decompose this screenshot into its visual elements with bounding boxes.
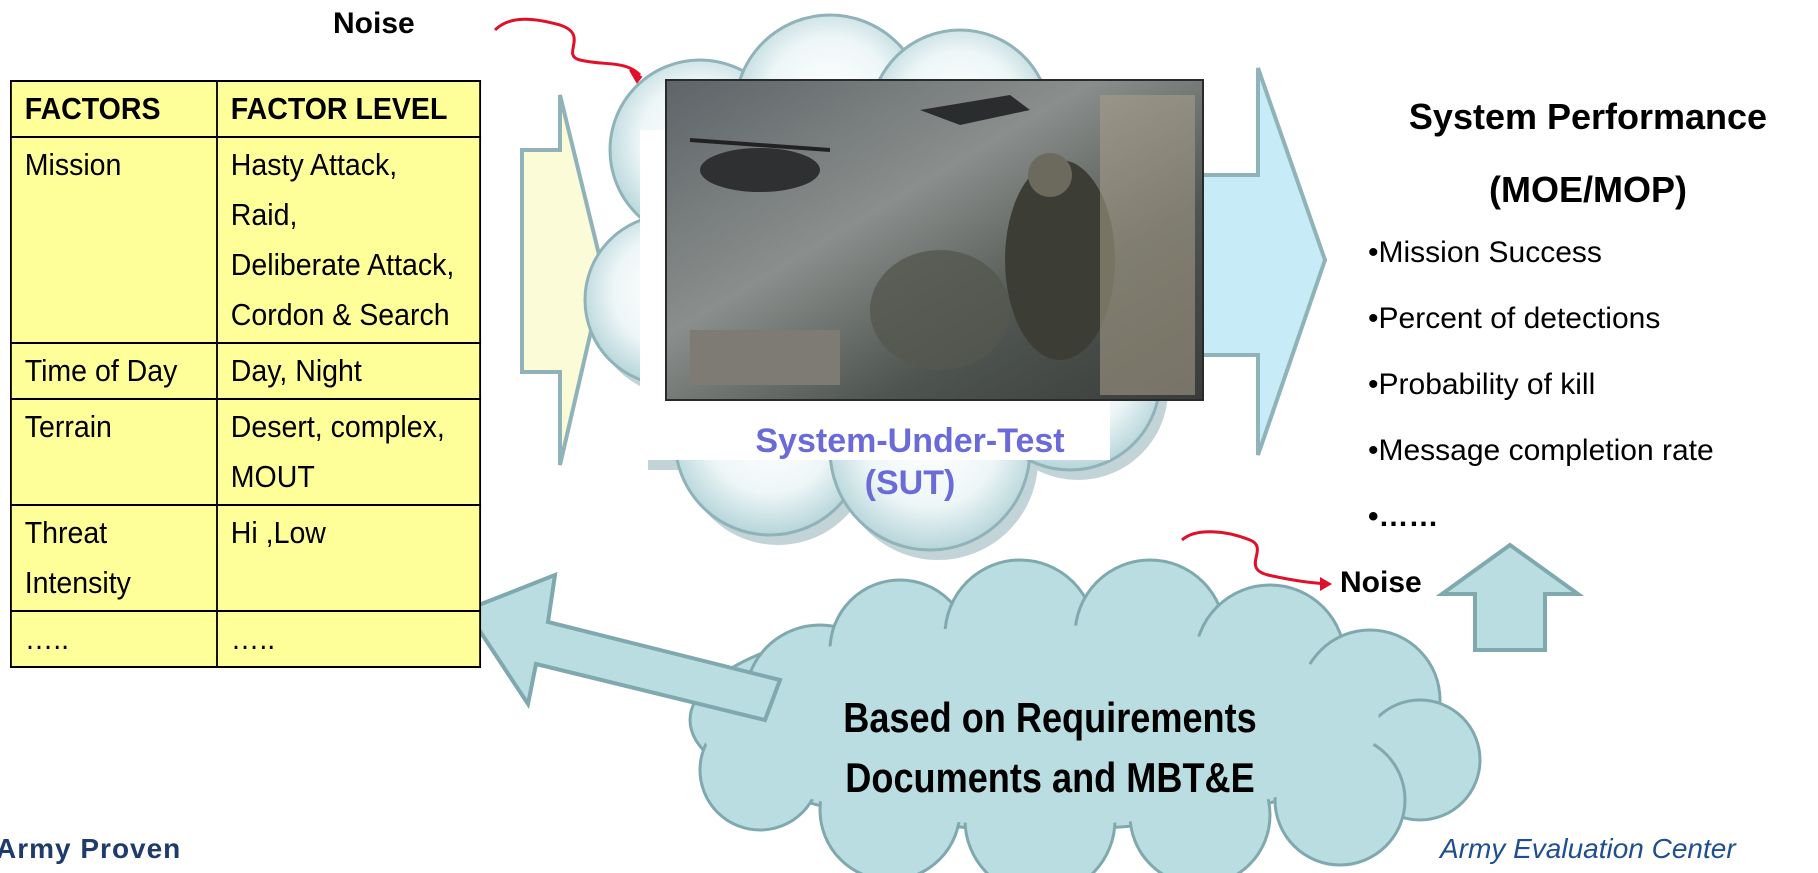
factor-cell: Mission — [10, 136, 218, 344]
noise-line-bottom — [1180, 530, 1329, 586]
performance-title: System Performance (MOE/MOP) — [1368, 80, 1808, 226]
list-item: •…… — [1368, 500, 1439, 533]
requirements-cloud-fill — [700, 625, 1380, 825]
table-row: Mission Hasty Attack, Raid, Deliberate A… — [10, 136, 482, 344]
column-header-factor-level: FACTOR LEVEL — [216, 80, 482, 138]
sut-label-line1: System-Under-Test — [755, 422, 1065, 460]
factor-level-line: MOUT — [230, 459, 315, 494]
factor-level-line: Desert, complex, — [230, 409, 445, 444]
column-header-factors: FACTORS — [10, 80, 218, 138]
factor-level-line: Deliberate Attack, — [230, 247, 455, 282]
sut-label: System-Under-Test (SUT) — [690, 420, 1130, 504]
factor-level-cell: Hi ,Low — [216, 504, 482, 612]
factor-level-line: Cordon & Search — [230, 297, 450, 332]
noise-label-top: Noise — [333, 7, 415, 40]
performance-panel: System Performance (MOE/MOP) •Mission Su… — [1368, 80, 1808, 550]
factor-cell: Time of Day — [10, 342, 218, 400]
factor-level-line: Hi ,Low — [230, 515, 326, 550]
requirements-line2: Documents and MBT&E — [845, 754, 1255, 801]
factors-table: FACTORS FACTOR LEVEL Mission Hasty Attac… — [10, 80, 482, 668]
military-collage-image — [665, 79, 1204, 401]
table-row: Threat Intensity Hi ,Low — [10, 504, 482, 612]
factor-level-cell: Desert, complex, MOUT — [216, 398, 482, 506]
factor-level-cell: ….. — [216, 610, 482, 668]
factor-cell: ….. — [10, 610, 218, 668]
list-item: •Message completion rate — [1368, 434, 1714, 467]
list-item: •Percent of detections — [1368, 302, 1661, 335]
table-row: Terrain Desert, complex, MOUT — [10, 398, 482, 506]
requirements-label: Based on Requirements Documents and MBT&… — [826, 688, 1273, 808]
list-item: •Mission Success — [1368, 236, 1602, 269]
table-header-row: FACTORS FACTOR LEVEL — [10, 80, 482, 138]
input-arrow — [520, 94, 607, 466]
output-arrow — [1193, 67, 1328, 456]
requirements-line1: Based on Requirements — [843, 694, 1257, 741]
factor-level-line: Day, Night — [230, 353, 362, 388]
factor-level-line: ….. — [230, 621, 276, 656]
noise-label-bottom: Noise — [1340, 566, 1422, 599]
factor-cell: Threat Intensity — [10, 504, 218, 612]
noise-line-top — [493, 17, 642, 77]
table-row: Time of Day Day, Night — [10, 342, 482, 400]
factor-level-cell: Day, Night — [216, 342, 482, 400]
factor-line: Threat — [24, 515, 108, 550]
performance-title-line2: (MOE/MOP) — [1489, 169, 1687, 210]
sut-label-line2: (SUT) — [864, 464, 956, 502]
up-arrow — [1435, 542, 1585, 652]
army-evaluation-center-text: Army Evaluation Center — [1440, 833, 1736, 864]
list-item: •Probability of kill — [1368, 368, 1596, 401]
feedback-arrow — [462, 571, 783, 723]
factor-level-line: Hasty Attack, Raid, — [230, 147, 398, 232]
army-proven-logo-text: Army Proven — [0, 833, 182, 864]
factor-line: Intensity — [24, 565, 131, 600]
factor-cell: Terrain — [10, 398, 218, 506]
table-row: ….. ….. — [10, 610, 482, 668]
factor-level-cell: Hasty Attack, Raid, Deliberate Attack, C… — [216, 136, 482, 344]
performance-title-line1: System Performance — [1408, 96, 1768, 137]
performance-list: •Mission Success •Percent of detections … — [1368, 220, 1808, 550]
